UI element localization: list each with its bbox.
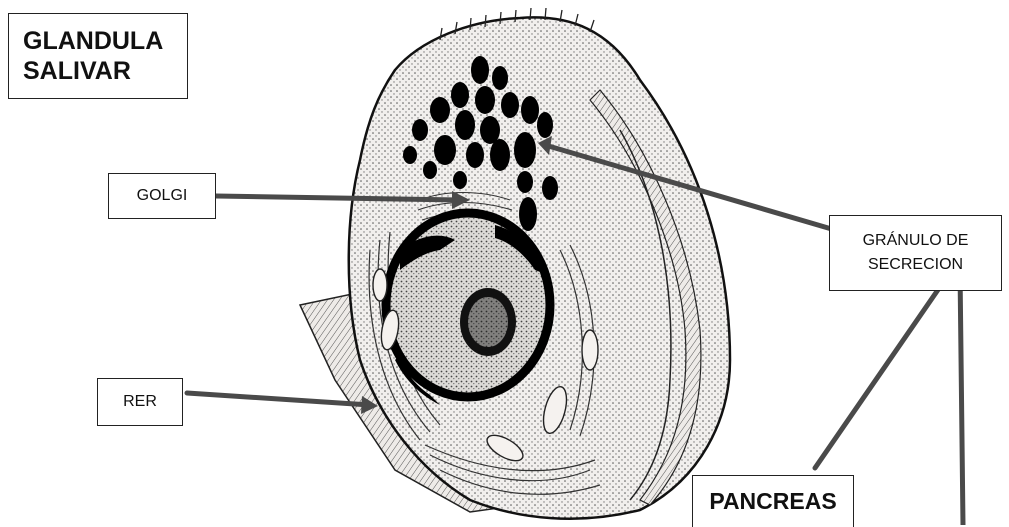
granule-label-line-2: SECRECION	[868, 253, 963, 277]
granule-label-box: GRÁNULO DE SECRECION	[829, 215, 1002, 291]
rer-label-box: RER	[97, 378, 183, 426]
title-box: GLANDULA SALIVAR	[8, 13, 188, 99]
granule-label-line-1: GRÁNULO DE	[863, 229, 969, 253]
pancreas-vertical-arrow	[960, 270, 963, 525]
rer-arrow	[187, 393, 370, 405]
pancreas-label-box: PANCREAS	[692, 475, 854, 527]
title-line-1: GLANDULA	[23, 26, 163, 56]
golgi-label-box: GOLGI	[108, 173, 216, 219]
rer-label: RER	[123, 393, 157, 411]
title-line-2: SALIVAR	[23, 56, 131, 86]
pancreas-label: PANCREAS	[709, 488, 836, 515]
pancreas-arrow	[815, 268, 953, 468]
golgi-label: GOLGI	[137, 187, 188, 205]
